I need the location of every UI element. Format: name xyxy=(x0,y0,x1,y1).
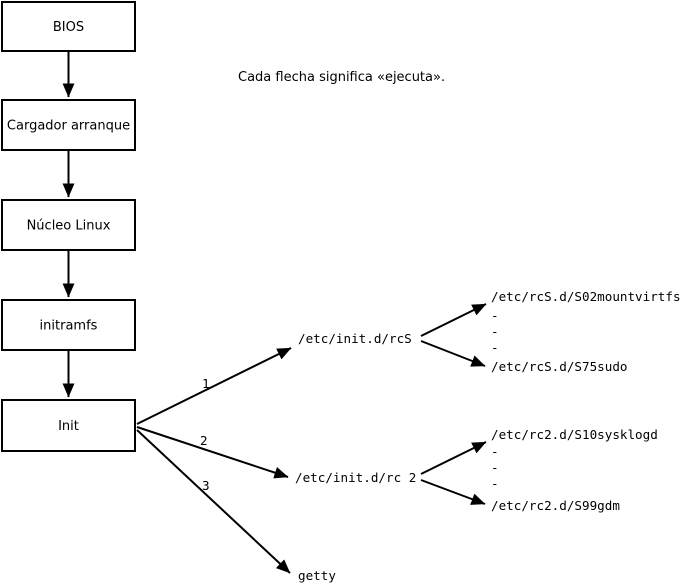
flow-box-initramfs xyxy=(1,299,136,351)
arrow-init-to-getty xyxy=(136,429,291,574)
fan-number-2: 2 xyxy=(200,433,208,448)
arrow-rc2-to-last xyxy=(420,479,486,505)
flow-box-label-kernel: Núcleo Linux xyxy=(27,219,111,234)
arrow-rcs-to-last xyxy=(420,340,486,367)
fan-target-rc2: /etc/init.d/rc 2 xyxy=(295,470,416,485)
ellipsis-dash: - xyxy=(491,444,499,459)
arrow-init-to-rcs xyxy=(136,347,292,425)
ellipsis-dash: - xyxy=(491,340,499,355)
flow-box-label-init: Init xyxy=(58,419,79,434)
note-text: Cada flecha significa «ejecuta». xyxy=(238,70,445,85)
ellipsis-dash: - xyxy=(491,476,499,491)
fan-number-1: 1 xyxy=(202,376,210,391)
flow-box-init xyxy=(1,399,136,452)
script-rc2-last: /etc/rc2.d/S99gdm xyxy=(491,498,620,513)
flow-box-label-initramfs: initramfs xyxy=(40,319,98,334)
script-rcs-first: /etc/rcS.d/S02mountvirtfs xyxy=(491,289,681,304)
script-rc2-first: /etc/rc2.d/S10sysklogd xyxy=(491,427,658,442)
fan-target-rcs: /etc/init.d/rcS xyxy=(298,331,412,346)
fan-target-getty: getty xyxy=(298,568,336,583)
ellipsis-dash: - xyxy=(491,324,499,339)
arrow-rc2-to-first xyxy=(420,441,487,475)
ellipsis-dash: - xyxy=(491,308,499,323)
flow-box-bios xyxy=(1,1,136,52)
arrow-init-to-rc2 xyxy=(136,426,289,479)
ellipsis-dash: - xyxy=(491,460,499,475)
flow-box-bootloader xyxy=(1,99,136,151)
arrow-rcs-to-first xyxy=(420,303,487,337)
flow-box-label-bootloader: Cargador arranque xyxy=(7,119,130,134)
flow-box-label-bios: BIOS xyxy=(53,20,84,35)
script-rcs-last: /etc/rcS.d/S75sudo xyxy=(491,359,627,374)
fan-number-3: 3 xyxy=(202,478,210,493)
flow-box-kernel xyxy=(1,199,136,251)
